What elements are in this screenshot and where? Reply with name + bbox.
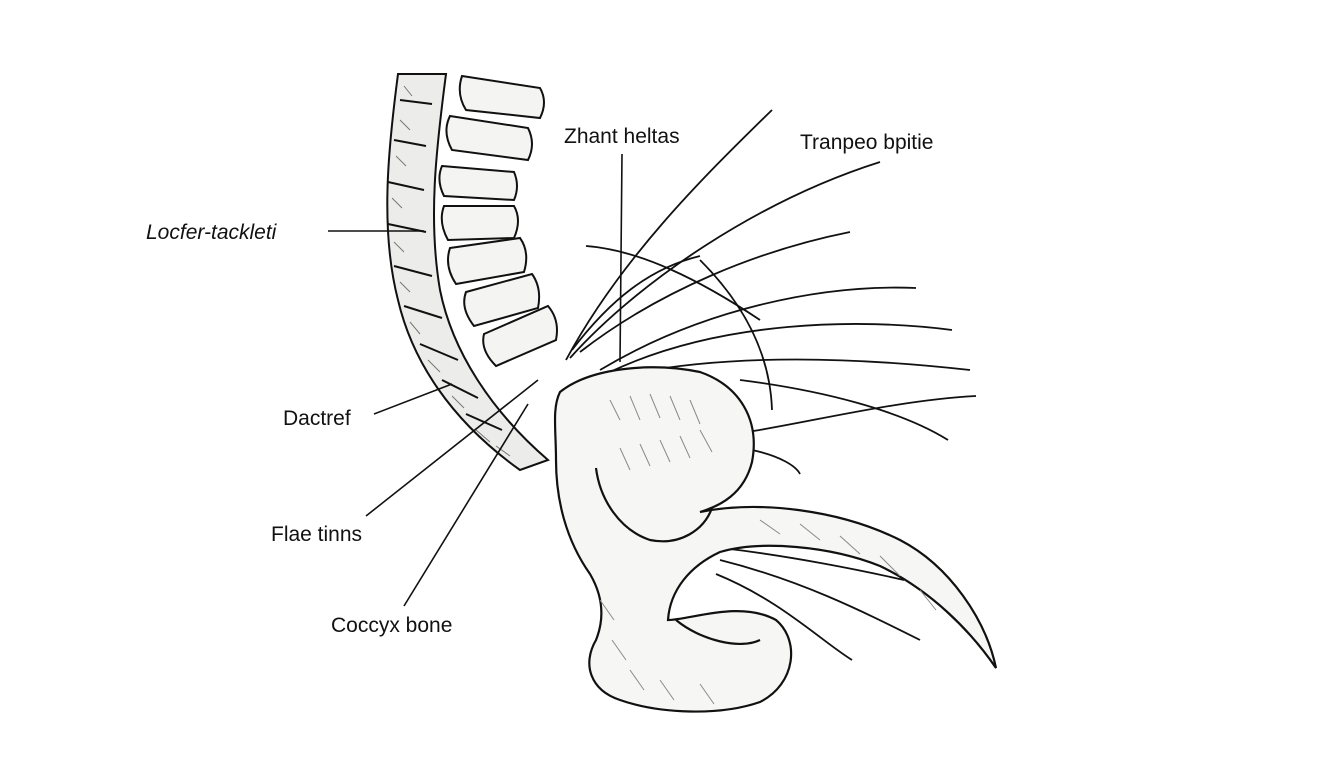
nerve-fiber [599,286,917,371]
nerve-fiber [719,559,921,641]
label-flae: Flae tinns [271,523,363,546]
vertebra-2 [445,114,533,162]
vertebra-7 [482,304,558,368]
leader-coccyx [403,403,529,607]
leader-dactref [373,383,453,415]
label-dactref: Dactref [283,407,351,430]
label-coccyx: Coccyx bone [331,614,453,637]
sacral-canal [675,619,761,645]
nerve-fiber [571,255,701,351]
posterior-column [386,73,550,472]
nerve-fiber [739,379,949,441]
ilium-curve [594,467,714,543]
nerve-fiber [721,547,905,581]
label-lumbar: Locfer-tackleti [146,221,277,244]
leader-zhant [619,153,623,363]
column-hatching [391,85,511,457]
pelvis [553,366,998,713]
vertebra-3 [438,164,518,202]
nerve-fiber [609,323,953,373]
nerve-fiber [585,245,761,321]
leader-flae [365,379,539,517]
vertebral-column [386,73,558,472]
nerve-fiber [715,573,853,661]
label-zhant: Zhant heltas [564,125,680,148]
nerve-fiber [751,449,801,475]
label-trapezo: Tranpeo bpitie [800,131,934,154]
nerve-fiber [699,259,773,411]
vertebra-1 [458,74,545,120]
pelvis-hatching [599,393,937,705]
nerve-fiber [747,395,977,433]
sacrum-body [553,366,998,713]
nerve-fiber [565,109,773,361]
leader-lines [328,153,623,607]
nerve-fiber [569,161,881,359]
nerve-fiber [579,231,851,353]
vertebra-6 [463,272,541,328]
nerve-fibers [565,109,977,661]
vertebra-4 [440,205,519,242]
vertebra-5 [447,236,528,286]
